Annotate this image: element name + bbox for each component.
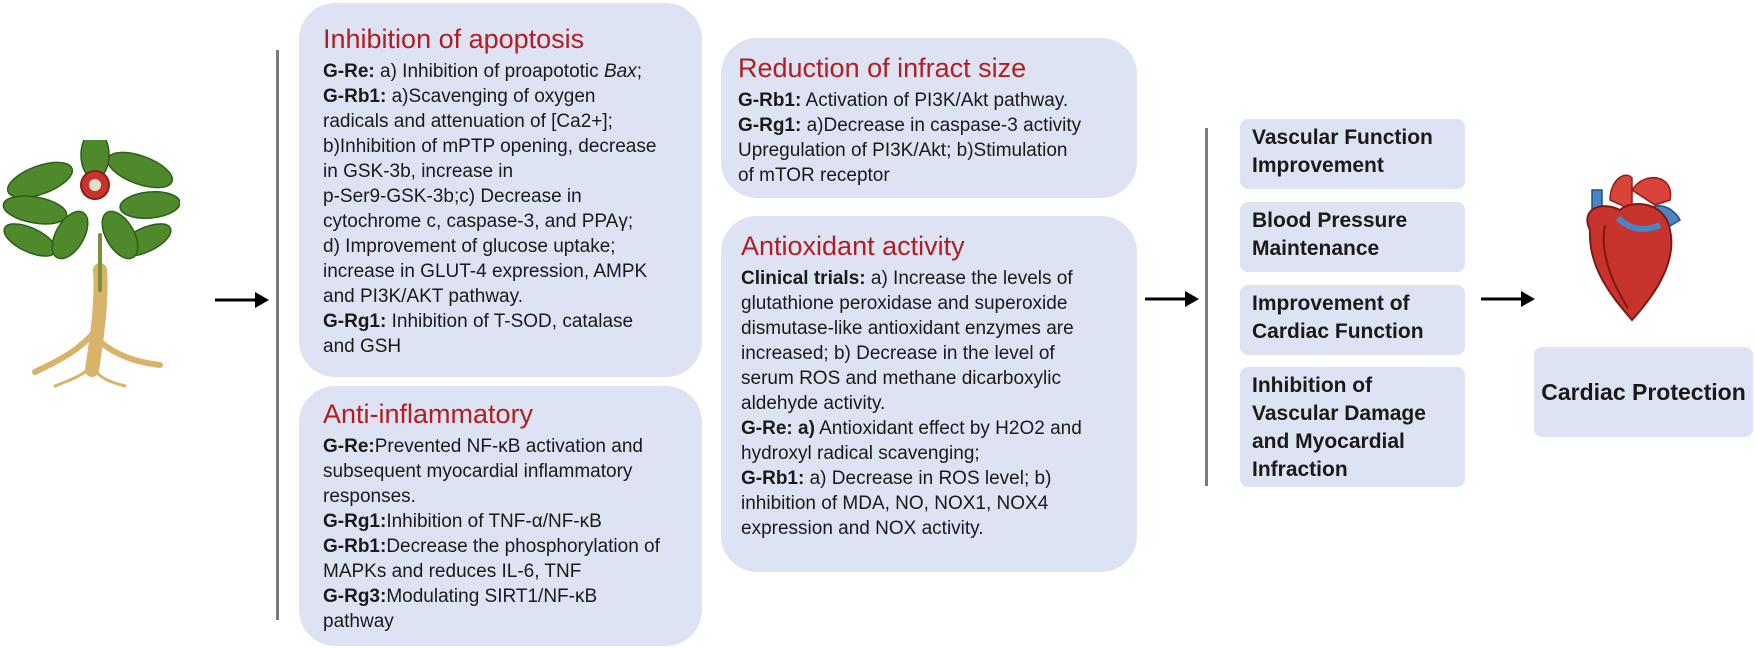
text-line: hydroxyl radical scavenging;: [741, 443, 980, 464]
antioxidant-body: Clinical trials: a) Increase the levels …: [741, 266, 1127, 541]
text-line: responses.: [323, 486, 416, 507]
text-line: G-Re:Prevented NF-κB activation and: [323, 436, 643, 457]
text-line: increased; b) Decrease in the level of: [741, 343, 1055, 364]
text-line: d) Improvement of glucose uptake;: [323, 236, 616, 257]
text-line: and PI3K/AKT pathway.: [323, 286, 523, 307]
text-line: inhibition of MDA, NO, NOX1, NOX4: [741, 493, 1049, 514]
text-line: G-Rg1: Inhibition of T-SOD, catalase: [323, 311, 634, 332]
apoptosis-title: Inhibition of apoptosis: [323, 24, 585, 54]
cardiac-protection-box: Cardiac Protection: [1534, 347, 1753, 437]
text-line: in GSK-3b, increase in: [323, 161, 514, 182]
bracket-bar: [1205, 128, 1208, 486]
antioxidant-panel: Antioxidant activity Clinical trials: a)…: [721, 216, 1137, 572]
cardiac-protection-label: Cardiac Protection: [1541, 379, 1746, 405]
infarct-body: G-Rb1: Activation of PI3K/Akt pathway. G…: [738, 88, 1127, 188]
outcome-cardiac-function: Improvement of Cardiac Function: [1240, 285, 1465, 355]
apoptosis-panel: Inhibition of apoptosis G-Re: a) Inhibit…: [299, 3, 702, 377]
text-line: G-Re: a) Antioxidant effect by H2O2 and: [741, 418, 1082, 439]
text-line: G-Re: a) Inhibition of proapototic Bax;: [323, 61, 642, 82]
anti-inflammatory-panel: Anti-inflammatory G-Re:Prevented NF-κB a…: [299, 386, 702, 646]
text-line: G-Rb1: a) Decrease in ROS level; b): [741, 468, 1052, 489]
arrow-right-icon: [1481, 291, 1535, 307]
arrow-right-icon: [215, 292, 269, 308]
bracket-bar: [276, 50, 279, 620]
anti-inflammatory-title: Anti-inflammatory: [323, 399, 534, 429]
text-line: MAPKs and reduces IL-6, TNF: [323, 561, 582, 582]
text-line: G-Rg3:Modulating SIRT1/NF-κB: [323, 586, 598, 607]
outcome-vascular-damage: Inhibition of Vascular Damage and Myocar…: [1240, 367, 1465, 487]
heart-image: [1586, 174, 1681, 322]
text-line: G-Rg1: a)Decrease in caspase-3 activity: [738, 115, 1082, 136]
text-line: radicals and attenuation of [Ca2+];: [323, 111, 613, 132]
text-line: G-Rb1: Activation of PI3K/Akt pathway.: [738, 90, 1069, 111]
text-line: pathway: [323, 611, 394, 632]
apoptosis-body: G-Re: a) Inhibition of proapototic Bax; …: [323, 59, 688, 359]
text-line: aldehyde activity.: [741, 393, 886, 414]
text-line: Clinical trials: a) Increase the levels …: [741, 268, 1073, 289]
arrow-right-icon: [1145, 291, 1199, 307]
text-line: p-Ser9-GSK-3b;c) Decrease in: [323, 186, 582, 207]
text-line: G-Rb1:Decrease the phosphorylation of: [323, 536, 660, 557]
text-line: cytochrome c, caspase-3, and PPAγ;: [323, 211, 634, 232]
text-line: b)Inhibition of mPTP opening, decrease: [323, 136, 657, 157]
infarct-panel: Reduction of infract size G-Rb1: Activat…: [721, 38, 1137, 198]
outcome-vascular-function: Vascular Function Improvement: [1240, 119, 1465, 189]
text-line: glutathione peroxidase and superoxide: [741, 293, 1068, 314]
text-line: Upregulation of PI3K/Akt; b)Stimulation: [738, 140, 1068, 161]
antioxidant-title: Antioxidant activity: [741, 231, 965, 261]
text-line: G-Rb1: a)Scavenging of oxygen: [323, 86, 596, 107]
anti-inflammatory-body: G-Re:Prevented NF-κB activation and subs…: [323, 434, 692, 634]
text-line: and GSH: [323, 336, 402, 357]
text-line: expression and NOX activity.: [741, 518, 984, 539]
text-line: dismutase-like antioxidant enzymes are: [741, 318, 1074, 339]
outcome-blood-pressure: Blood Pressure Maintenance: [1240, 202, 1465, 272]
text-line: subsequent myocardial inflammatory: [323, 461, 633, 482]
text-line: serum ROS and methane dicarboxylic: [741, 368, 1061, 389]
ginseng-plant-image: [2, 140, 180, 388]
text-line: increase in GLUT-4 expression, AMPK: [323, 261, 648, 282]
text-line: of mTOR receptor: [738, 165, 890, 186]
infarct-title: Reduction of infract size: [738, 53, 1027, 83]
text-line: G-Rg1:Inhibition of TNF-α/NF-κB: [323, 511, 602, 532]
